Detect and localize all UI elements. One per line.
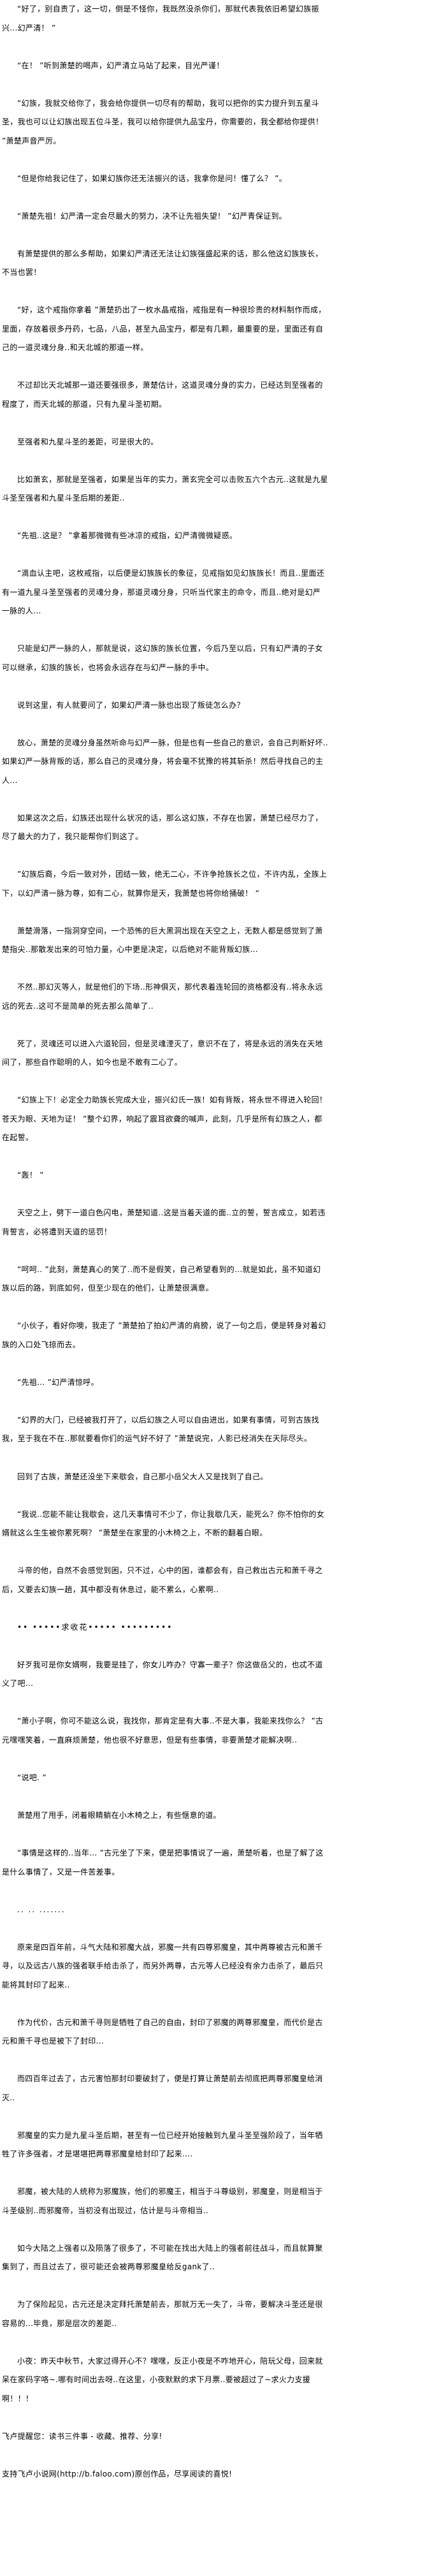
paragraph: 作为代价，古元和萧千寻则是牺牲了自己的自由，封印了邪魔的两尊邪魔皇，而代价是古元… bbox=[2, 2017, 323, 2046]
section-separator: •• •••••求收花••••• ••••••••• bbox=[17, 1622, 173, 1632]
paragraph: 天空之上，劈下一道白色闪电，萧楚知道..这是当着天道的面..立的誓，誓言成立，如… bbox=[2, 1208, 326, 1236]
paragraph: 不过却比天北城那一道还要强很多，萧楚估计，这道灵魂分身的实力，已经达到至强者的程… bbox=[2, 381, 323, 409]
paragraph: 说到这里，有人就要问了，如果幻严清一脉也出现了叛徒怎么办？ bbox=[17, 700, 245, 710]
page-footer: 飞卢提醒您：读书三件事 - 收藏、推荐、分享! 支持飞卢小说网(http://b… bbox=[0, 2427, 446, 2484]
paragraph: “萧楚先祖！幻严清一定会尽最大的努力，决不让先祖失望！ ”幻严青保证到。 bbox=[17, 211, 287, 221]
paragraph: 小夜：昨天中秋节，大家过得开心不？嘿嘿，反正小夜是不咋地开心，陪玩父母，回来就呆… bbox=[2, 2356, 323, 2403]
paragraph: “我说..您能不能让我歇会，这几天事情可不少了，你让我歇几天，能死么？你不怕你的… bbox=[2, 1509, 325, 1538]
paragraph: 原来是四百年前，斗气大陆和邪魔大战，邪魔一共有四尊邪魔皇，其中两尊被古元和萧千寻… bbox=[2, 1942, 324, 1989]
site-support-note: 支持飞卢小说网(http://b.faloo.com)原创作品，尽享阅读的喜悦! bbox=[2, 2469, 233, 2478]
paragraph: 邪魔皇的实力是九星斗圣后期，甚至有一位已经开始接触到九星斗圣至强阶段了，当年牺牲… bbox=[2, 2130, 323, 2159]
paragraph: 萧楚滑落，一指洞穿空间，一个恐怖的巨大黑洞出现在天空之上，无数人都是感觉到了萧楚… bbox=[2, 926, 323, 955]
reading-reminder: 飞卢提醒您：读书三件事 - 收藏、推荐、分享! bbox=[2, 2431, 162, 2441]
chapter-text: “好了，别自责了，这一切，倒是不怪你，我既然没杀你们，那就代表我依旧希望幻族振兴… bbox=[2, 4, 328, 2403]
paragraph: “萧小子啊，你可不能这么说，我找你，那肯定是有大事..不是大事，我能来找你么？ … bbox=[2, 1716, 324, 1745]
paragraph: 死了，灵魂还可以进入六道轮回，但是灵魂湮灭了，意识不在了，将是永远的消失在天地间… bbox=[2, 1039, 323, 1067]
paragraph: “幻界的大门，已经被我打开了，以后幻族之人可以自由进出，如果有事情，可到古族找我… bbox=[2, 1415, 319, 1444]
paragraph: 邪魔，被大陆的人统称为邪魔族，他们的邪魔王，相当于斗尊级别，邪魔皇，则是相当于斗… bbox=[2, 2187, 323, 2215]
paragraph: 为了保险起见，古元还是决定拜托萧楚前去，那就万无一失了，斗帝，要解决斗圣还是很容… bbox=[2, 2300, 323, 2328]
paragraph: ”幻族后裔，今后一致对外，团结一致，绝无二心，不许争抢族长之位，不许内乱，全族上… bbox=[2, 870, 327, 898]
paragraph: “滴血认主吧，这枚戒指，以后便是幻族族长的象征，见戒指如见幻族族长！而且..里面… bbox=[2, 569, 325, 615]
paragraph: 如今大陆之上强者以及陨落了很多了，不可能在找出大陆上的强者前往战斗，而且就算聚集… bbox=[2, 2243, 323, 2272]
paragraph: “小伙子，看好你噢，我走了 ”萧楚拍了拍幻严清的肩膀，说了一句之后，便是转身对着… bbox=[2, 1321, 326, 1349]
paragraph: “说吧. ” bbox=[17, 1773, 47, 1782]
section-separator: .. .. ....... bbox=[17, 1905, 66, 1914]
paragraph: “幻族，我就交给你了，我会给你提供一切尽有的帮助，我可以把你的实力提升到五星斗圣… bbox=[2, 98, 324, 145]
paragraph: 放心，萧楚的灵魂分身虽然听命与幻严一脉，但是也有一些自己的意识，会自己判断好坏.… bbox=[2, 738, 328, 785]
paragraph: “幻族上下！必定全力助族长完成大业，振兴幻氏一族！如有背叛，将永世不得进入轮回！… bbox=[2, 1095, 327, 1142]
paragraph: 萧楚甩了甩手，闭着眼睛躺在小木椅之上，有些惬意的道。 bbox=[17, 1811, 221, 1820]
paragraph: “好，这个戒指你拿着 ”萧楚扔出了一枚水晶戒指，戒指是有一种很珍贵的材料制作而成… bbox=[2, 305, 326, 352]
paragraph: 只能是幻严一脉的人，那就是说，这幻族的族长位置，今后乃至以后，只有幻严清的子女可… bbox=[2, 644, 323, 672]
paragraph: 有萧楚提供的那么多帮助，如果幻严清还无法让幻族强盛起来的话，那么他这幻族族长，不… bbox=[2, 249, 323, 277]
paragraph: “轰！ ” bbox=[17, 1171, 44, 1180]
paragraph: 而四百年过去了，古元害怕那封印要破封了，便是打算让萧楚前去彻底把两尊邪魔皇给消灭… bbox=[2, 2074, 323, 2102]
paragraph: 不然..那幻灭等人，就是他们的下场..形神俱灭，那代表着连轮回的资格都没有..将… bbox=[2, 983, 323, 1011]
paragraph: 回到了古族，萧楚还没坐下来歇会，自己那小岳父大人又是找到了自己。 bbox=[17, 1472, 268, 1481]
paragraph: “在！ ”听到萧楚的喝声，幻严清立马站了起来，目光严谨！ bbox=[17, 61, 224, 70]
paragraph: “好了，别自责了，这一切，倒是不怪你，我既然没杀你们，那就代表我依旧希望幻族振兴… bbox=[2, 4, 319, 33]
paragraph: “但是你给我记住了，如果幻族你还无法振兴的话，我拿你是问！懂了么？ ”。 bbox=[17, 173, 287, 183]
paragraph: 比如萧玄，那就是至强者，如果是当年的实力，萧玄完全可以击败五六个古元..这就是九… bbox=[2, 474, 328, 503]
paragraph: 斗帝的他，自然不会感觉到困，只不过，心中的困，谁都会有，自己救出古元和萧千寻之后… bbox=[2, 1566, 323, 1594]
paragraph: “先祖..这是？ ”拿着那微微有些冰凉的戒指，幻严清微微疑惑。 bbox=[17, 531, 238, 540]
paragraph: “呵呵.. ”此刻，萧楚真心的笑了..而不是假笑，自己希望看到的...就是如此，… bbox=[2, 1264, 321, 1293]
paragraph: 好歹我可是你女婿啊，我要是挂了，你女儿咋办？守寡一辈子？你这做岳父的，也忒不道义… bbox=[2, 1660, 323, 1688]
paragraph: 至强者和九星斗圣的差距，可是很大的。 bbox=[17, 437, 159, 446]
paragraph: “事情是这样的..当年... ”古元坐了下来，便是把事情说了一遍，萧楚听着，也是… bbox=[2, 1848, 324, 1877]
paragraph: “先祖... ”幻严清惊呼。 bbox=[17, 1377, 99, 1387]
paragraph: 如果这次之后，幻族还出现什么状况的话，那么这幻族，不存在也罢，萧楚已经尽力了，尽… bbox=[2, 813, 323, 842]
